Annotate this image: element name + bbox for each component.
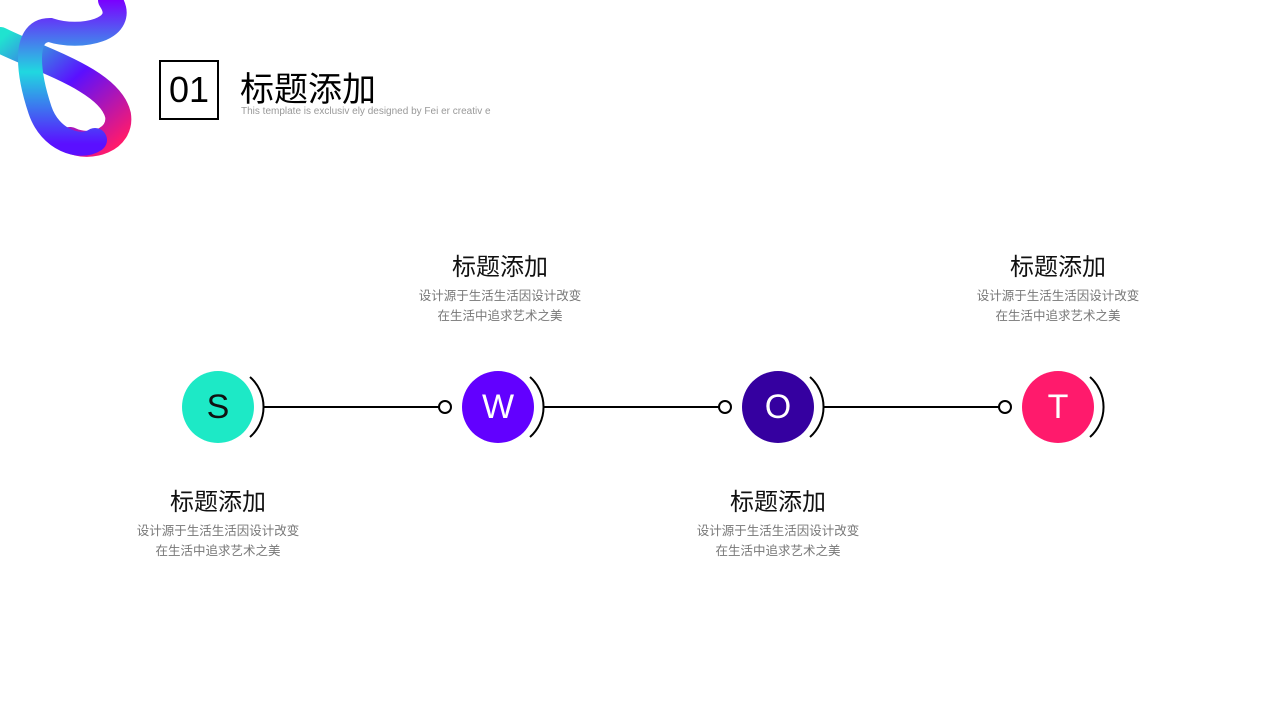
- block-desc: 在生活中追求艺术之美: [437, 308, 563, 323]
- block-title: 标题添加: [1010, 253, 1106, 281]
- swot-circle-t: T: [1022, 371, 1094, 443]
- block-desc: 在生活中追求艺术之美: [715, 543, 841, 558]
- node-dot: [438, 400, 452, 414]
- text-block-w: 标题添加 设计源于生活生活因设计改变 在生活中追求艺术之美: [380, 252, 620, 326]
- block-desc: 设计源于生活生活因设计改变: [696, 523, 860, 538]
- swot-circle-w: W: [462, 371, 534, 443]
- text-block-t: 标题添加 设计源于生活生活因设计改变 在生活中追求艺术之美: [938, 252, 1178, 326]
- block-desc: 设计源于生活生活因设计改变: [976, 288, 1140, 303]
- node-dot: [718, 400, 732, 414]
- swot-circle-o: O: [742, 371, 814, 443]
- page-title: 标题添加: [240, 70, 376, 110]
- page-subtitle: This template is exclusiv ely designed b…: [241, 106, 491, 117]
- node-dot: [998, 400, 1012, 414]
- block-desc: 在生活中追求艺术之美: [155, 543, 281, 558]
- arc-bracket: [1089, 376, 1105, 438]
- swot-circle-s: S: [182, 371, 254, 443]
- block-desc: 设计源于生活生活因设计改变: [136, 523, 300, 538]
- block-title: 标题添加: [170, 488, 266, 516]
- text-block-o: 标题添加 设计源于生活生活因设计改变 在生活中追求艺术之美: [658, 487, 898, 561]
- block-desc: 设计源于生活生活因设计改变: [418, 288, 582, 303]
- block-title: 标题添加: [730, 488, 826, 516]
- section-number: 01: [159, 60, 219, 120]
- text-block-s: 标题添加 设计源于生活生活因设计改变 在生活中追求艺术之美: [98, 487, 338, 561]
- block-desc: 在生活中追求艺术之美: [995, 308, 1121, 323]
- decorative-ribbon-graphic: [0, 0, 132, 157]
- block-title: 标题添加: [452, 253, 548, 281]
